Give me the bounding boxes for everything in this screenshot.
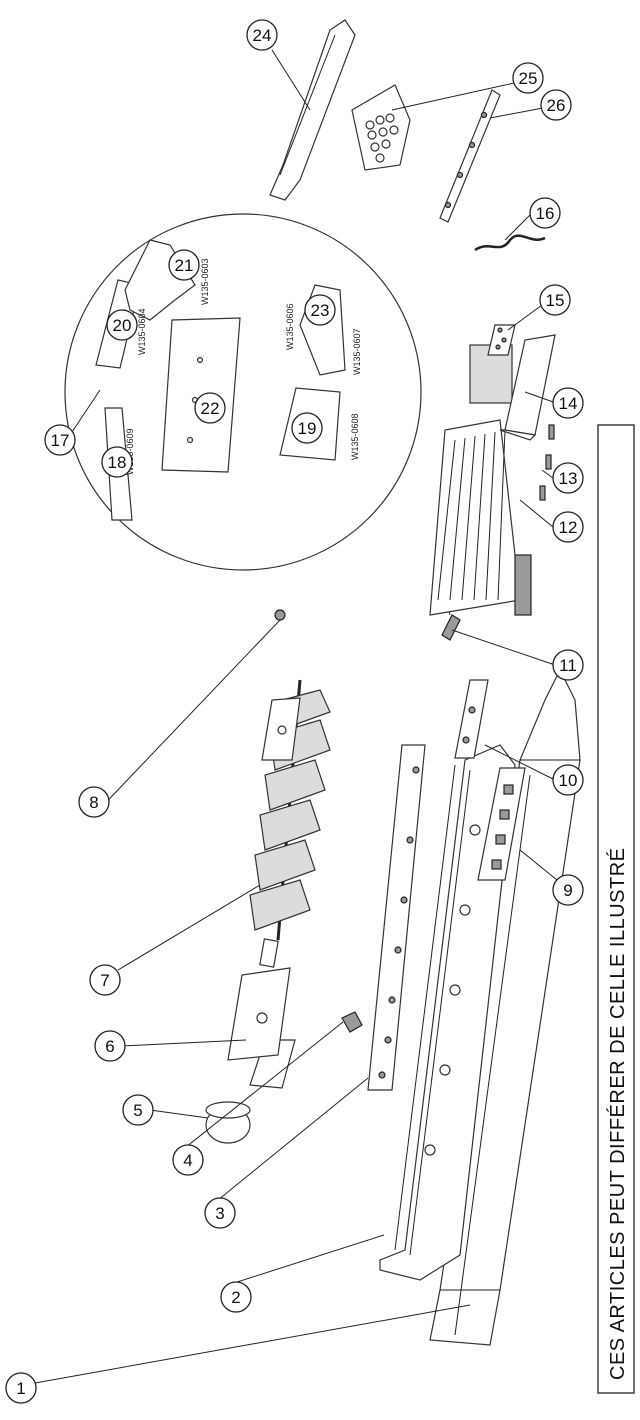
part-9-terminal-block [477, 767, 526, 881]
callout-18: 18 [101, 446, 133, 478]
callout-11: 11 [552, 649, 584, 681]
part-25-pebbles [351, 84, 411, 171]
svg-text:17: 17 [51, 431, 70, 450]
svg-text:5: 5 [133, 1101, 142, 1120]
code-18: W135-0609 [125, 428, 135, 475]
code-23: W135-0606 [285, 303, 295, 350]
svg-text:19: 19 [298, 419, 317, 438]
svg-text:15: 15 [546, 291, 565, 310]
callout-5: 5 [122, 1094, 154, 1126]
part-26-rail [439, 89, 501, 223]
svg-text:12: 12 [559, 518, 578, 537]
code-23b: W135-0607 [352, 328, 362, 375]
svg-text:25: 25 [519, 69, 538, 88]
callout-7: 7 [89, 964, 121, 996]
callout-14: 14 [552, 387, 584, 419]
svg-text:26: 26 [547, 96, 566, 115]
svg-text:7: 7 [100, 971, 109, 990]
callouts: 1 2 3 4 5 6 7 8 [5, 19, 584, 1404]
callout-25: 25 [512, 62, 544, 94]
part-14-panel [499, 334, 556, 441]
part-3-rail [367, 744, 426, 1091]
callout-13: 13 [552, 462, 584, 494]
callout-15: 15 [539, 284, 571, 316]
notice-box [597, 424, 635, 1394]
part-15-remote [487, 324, 516, 356]
svg-text:3: 3 [215, 1204, 224, 1223]
callout-9: 9 [552, 874, 584, 906]
part-4-connector [341, 1011, 363, 1033]
callout-21: 21 [168, 249, 200, 281]
callout-12: 12 [552, 511, 584, 543]
svg-text:20: 20 [113, 316, 132, 335]
part-10-board [454, 679, 489, 759]
callout-26: 26 [540, 89, 572, 121]
part-22-log [161, 317, 241, 473]
callout-24: 24 [246, 19, 278, 51]
callout-19: 19 [291, 412, 323, 444]
part-16-cable [474, 234, 546, 252]
svg-text:6: 6 [105, 1037, 114, 1056]
part-8-bracket [261, 609, 301, 761]
svg-text:8: 8 [89, 793, 98, 812]
svg-text:13: 13 [559, 469, 578, 488]
part-24-top-cover [269, 19, 356, 201]
svg-text:24: 24 [253, 26, 272, 45]
svg-text:21: 21 [175, 256, 194, 275]
svg-text:1: 1 [16, 1379, 25, 1398]
callout-23: 23 [304, 294, 336, 326]
part-17-log-set-group: W135-0609 W135-0604 W135-0603 W135-0606 … [64, 213, 422, 571]
notice-text: CES ARTICLES PEUT DIFFÉRER DE CELLE ILLU… [606, 847, 629, 1380]
callout-22: 22 [194, 392, 226, 424]
svg-text:11: 11 [559, 656, 577, 675]
svg-text:23: 23 [311, 301, 330, 320]
part-6-bracket [227, 938, 296, 1089]
callout-3: 3 [204, 1197, 236, 1229]
svg-text:16: 16 [536, 204, 555, 223]
part-5-motor [205, 1101, 251, 1144]
part-13-screws [539, 424, 555, 501]
callout-10: 10 [552, 764, 584, 796]
svg-text:9: 9 [563, 881, 572, 900]
svg-text:14: 14 [559, 394, 578, 413]
callout-1: 1 [5, 1372, 37, 1404]
callout-16: 16 [529, 197, 561, 229]
svg-text:2: 2 [231, 1288, 240, 1307]
callout-20: 20 [106, 309, 138, 341]
callout-2: 2 [220, 1281, 252, 1313]
code-20: W135-0604 [137, 308, 147, 355]
leader-lines [34, 49, 558, 1384]
svg-text:4: 4 [183, 1151, 192, 1170]
svg-text:22: 22 [201, 399, 220, 418]
svg-text:18: 18 [108, 453, 127, 472]
svg-text:10: 10 [559, 771, 578, 790]
callout-6: 6 [94, 1030, 126, 1062]
callout-17: 17 [44, 424, 76, 456]
code-19: W135-0608 [350, 413, 360, 460]
code-21: W135-0603 [200, 258, 210, 305]
callout-8: 8 [78, 786, 110, 818]
notice: CES ARTICLES PEUT DIFFÉRER DE CELLE ILLU… [597, 424, 635, 1394]
callout-4: 4 [172, 1144, 204, 1176]
